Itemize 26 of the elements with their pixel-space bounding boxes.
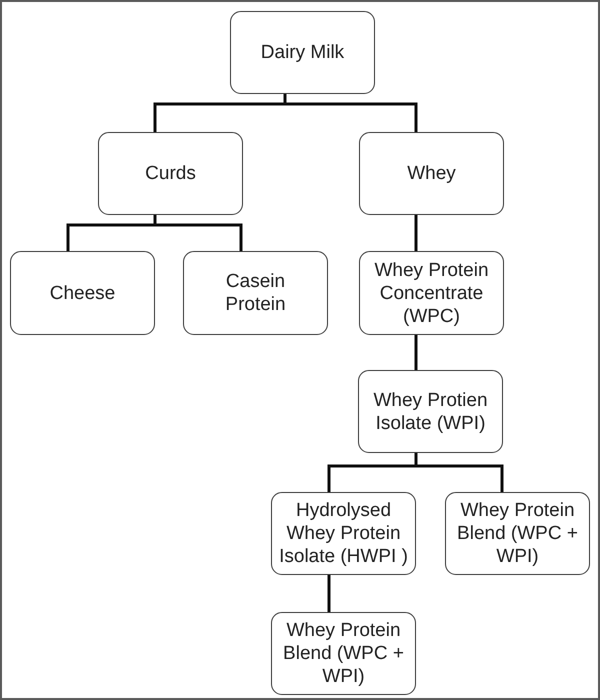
node-label: Dairy Milk	[260, 41, 344, 64]
node-label: Whey Protien Isolate (WPI)	[372, 388, 489, 434]
node-label: Casein Protein	[224, 270, 287, 316]
process-box	[183, 251, 328, 335]
process-box	[10, 251, 155, 335]
process-box	[359, 132, 504, 215]
connector-line	[154, 215, 242, 251]
node-label: Whey Protein Blend (WPC + WPI)	[282, 619, 405, 688]
node-label: Whey Protein Blend (WPC + WPI)	[456, 499, 579, 568]
connector-line	[414, 453, 504, 492]
process-box	[98, 132, 243, 215]
node-label: Whey Protein Concentrate (WPC)	[373, 258, 490, 328]
node-label: Curds	[145, 162, 196, 185]
process-box	[271, 612, 416, 695]
connector-line	[284, 94, 418, 132]
node-label: Hydrolysed Whey Protein Isolate (HWPI )	[278, 499, 409, 568]
connector-line	[414, 215, 418, 251]
node-label: Cheese	[50, 282, 116, 304]
process-box	[359, 251, 504, 335]
connector-line	[328, 575, 330, 612]
process-box	[358, 370, 503, 453]
process-box	[230, 11, 375, 94]
process-box	[271, 492, 416, 575]
connector-line	[414, 335, 418, 370]
process-box	[445, 492, 590, 575]
node-label: Whey	[407, 162, 456, 185]
